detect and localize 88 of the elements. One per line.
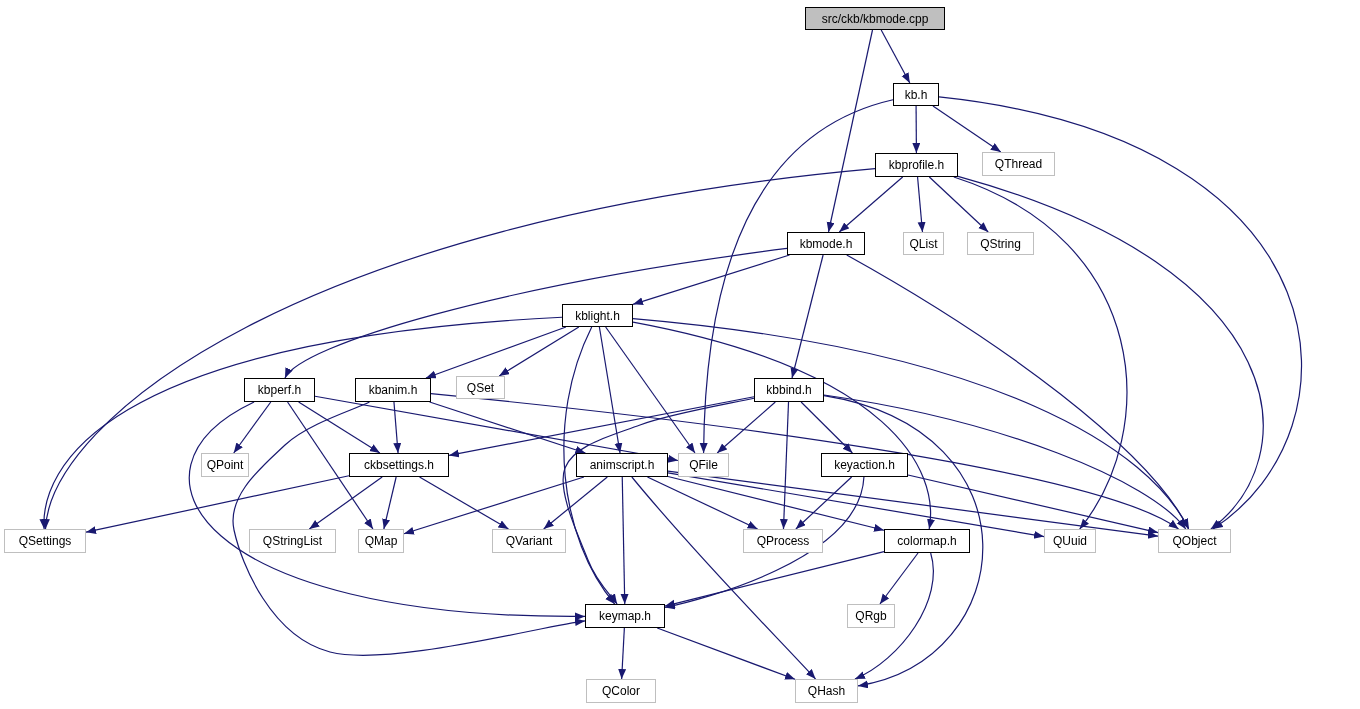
- arrow: [393, 401, 402, 454]
- file-box: QSettings: [4, 529, 86, 553]
- arrow: [928, 176, 989, 233]
- file-box: QThread: [982, 152, 1055, 176]
- arrow: [189, 401, 586, 621]
- arrow: [418, 476, 510, 530]
- file-box: kbprofile.h: [875, 153, 958, 177]
- arrow: [826, 29, 874, 233]
- file-box: kb.h: [893, 83, 939, 106]
- arrow: [823, 394, 984, 688]
- file-box: ckbsettings.h: [349, 453, 449, 477]
- file-box: QFile: [678, 453, 729, 477]
- file-box: QSet: [456, 376, 505, 399]
- file-box: QMap: [358, 529, 404, 553]
- file-box: kbanim.h: [355, 378, 431, 402]
- file-box: QColor: [586, 679, 656, 703]
- arrow: [854, 552, 934, 680]
- arrow: [938, 96, 1302, 530]
- file-box: colormap.h: [884, 529, 970, 553]
- arrow: [382, 476, 397, 530]
- file-box: QRgb: [847, 604, 895, 628]
- file-box: animscript.h: [576, 453, 668, 477]
- arrow: [716, 401, 776, 454]
- arrow: [232, 401, 586, 656]
- arrow: [284, 247, 788, 379]
- arrow: [823, 394, 1187, 530]
- arrow: [498, 326, 580, 377]
- arrow: [40, 316, 563, 530]
- arrow: [632, 254, 791, 306]
- arrow: [429, 401, 586, 454]
- arrow: [957, 175, 1264, 530]
- file-box: QProcess: [743, 529, 823, 553]
- arrow: [699, 99, 894, 454]
- arrow: [656, 627, 796, 680]
- file-box: keymap.h: [585, 604, 665, 628]
- arrow: [618, 627, 627, 680]
- arrow: [664, 476, 865, 610]
- file-box: kbmode.h: [787, 232, 865, 255]
- file-box: QPoint: [201, 453, 249, 477]
- arrow: [598, 326, 623, 454]
- arrow: [907, 474, 1159, 535]
- arrow: [667, 470, 1159, 539]
- arrow: [85, 475, 350, 534]
- arrow: [425, 326, 567, 379]
- file-box: QHash: [795, 679, 858, 703]
- arrow: [667, 472, 1045, 539]
- file-box: src/ckb/kbmode.cpp: [805, 7, 945, 30]
- file-box: kblight.h: [562, 304, 633, 327]
- arrow: [916, 176, 926, 233]
- arrow: [795, 476, 853, 530]
- arrow: [880, 29, 911, 84]
- file-box: QVariant: [492, 529, 566, 553]
- file-box: QStringList: [249, 529, 336, 553]
- arrow: [298, 401, 381, 454]
- arrow: [790, 254, 824, 379]
- file-box: keyaction.h: [821, 453, 908, 477]
- arrow: [632, 317, 1190, 530]
- arrow: [646, 476, 759, 530]
- arrow: [631, 476, 817, 680]
- arrow: [932, 105, 1002, 153]
- arrow: [879, 552, 919, 605]
- arrow: [838, 176, 904, 233]
- arrow: [308, 476, 383, 530]
- arrow: [403, 476, 585, 535]
- arrow: [430, 393, 1180, 530]
- file-box: kbbind.h: [754, 378, 824, 402]
- arrow: [543, 476, 608, 530]
- arrow: [563, 326, 616, 605]
- arrow: [43, 168, 876, 530]
- arrow: [953, 176, 1127, 530]
- arrow: [448, 396, 755, 458]
- file-box: QString: [967, 232, 1034, 255]
- arrow: [664, 551, 885, 608]
- arrow: [620, 476, 629, 605]
- arrow: [562, 397, 755, 605]
- file-box: QUuid: [1044, 529, 1096, 553]
- arrow: [779, 401, 790, 530]
- arrow: [605, 326, 696, 454]
- file-box: kbperf.h: [244, 378, 315, 402]
- arrow: [667, 475, 885, 532]
- arrow: [314, 395, 679, 463]
- file-box: QObject: [1158, 529, 1231, 553]
- arrow: [800, 401, 853, 454]
- arrow: [286, 401, 374, 530]
- arrow: [912, 105, 921, 154]
- arrow: [632, 321, 935, 530]
- file-box: QList: [903, 232, 944, 255]
- arrow: [233, 401, 272, 454]
